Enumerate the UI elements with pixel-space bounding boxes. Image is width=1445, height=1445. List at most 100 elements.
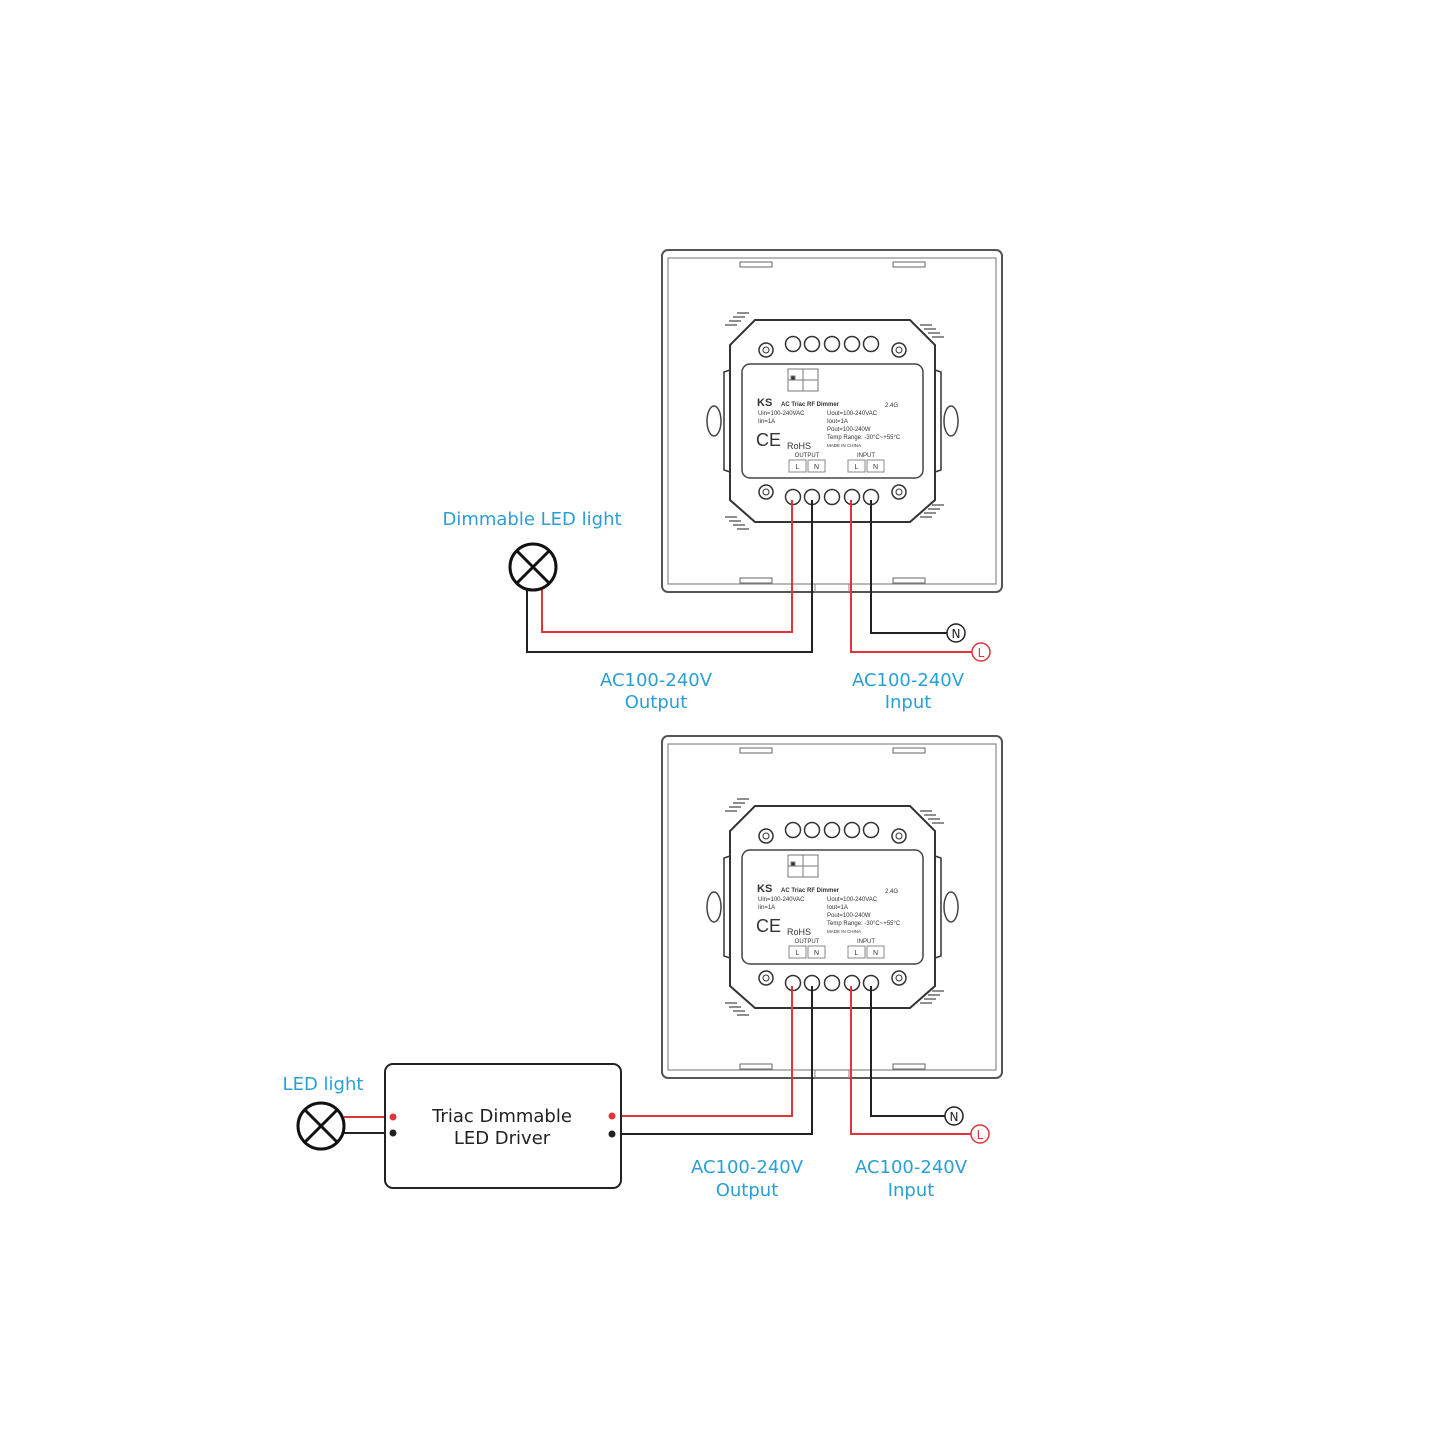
mount-slot xyxy=(943,405,959,437)
input-voltage-label: AC100-240V xyxy=(852,670,965,691)
dip-switch-icon xyxy=(787,854,819,878)
input-voltage-label: AC100-240V xyxy=(855,1157,968,1178)
terminal-hole-top xyxy=(843,335,861,353)
corner-bracket xyxy=(920,810,944,824)
terminal-l-box xyxy=(847,459,866,473)
led-lamp-icon xyxy=(296,1101,346,1151)
terminal-hole-bottom xyxy=(823,488,841,506)
terminal-hole-bottom xyxy=(823,974,841,992)
terminal-hole-top xyxy=(784,335,802,353)
terminal-n-text: N xyxy=(873,950,878,957)
terminal-hole-top xyxy=(803,335,821,353)
led-driver-box: Triac Dimmable LED Driver xyxy=(384,1063,622,1189)
input-label: Input xyxy=(888,1180,935,1201)
plate-clip xyxy=(739,747,773,754)
corner-bracket xyxy=(725,1002,749,1016)
screw-icon xyxy=(891,970,907,986)
terminal-n-box xyxy=(866,459,885,473)
terminal-hole-top xyxy=(784,821,802,839)
terminal-hole-top xyxy=(862,335,880,353)
neutral-terminal-marker: N xyxy=(944,1106,964,1126)
terminal-hole-top xyxy=(862,821,880,839)
output-voltage-label: AC100-240V xyxy=(600,670,713,691)
dip-switch-icon xyxy=(787,368,819,392)
live-terminal-marker: L xyxy=(971,642,991,662)
input-label: Input xyxy=(885,692,932,713)
terminal-l-text: L xyxy=(855,464,859,471)
screw-icon xyxy=(891,484,907,500)
corner-bracket xyxy=(725,312,749,326)
output-power-spec: Pout=100-240W xyxy=(827,913,871,919)
terminal-hole-top xyxy=(823,821,841,839)
input-terminal-label: INPUT xyxy=(857,453,875,459)
terminal-l-box xyxy=(788,459,807,473)
temp-range-spec: Temp Range: -30°C~+55°C xyxy=(827,921,901,927)
made-in-text: MADE IN CHINA xyxy=(827,929,861,934)
screw-icon xyxy=(758,970,774,986)
temp-range-spec: Temp Range: -30°C~+55°C xyxy=(827,435,901,441)
plate-clip xyxy=(892,577,926,584)
output-voltage-label: AC100-240V xyxy=(691,1157,804,1178)
plate-center-notch xyxy=(814,583,850,593)
output-neutral-wire xyxy=(526,500,813,653)
screw-icon xyxy=(891,828,907,844)
plate-clip xyxy=(739,261,773,268)
module-side-left xyxy=(723,369,731,473)
input-current-spec: Iin=1A xyxy=(758,419,775,425)
module-side-right xyxy=(934,369,942,473)
corner-bracket xyxy=(725,798,749,812)
output-terminal-label: OUTPUT xyxy=(795,939,820,945)
plate-clip xyxy=(892,1063,926,1070)
driver-label-line1: Triac Dimmable xyxy=(431,1106,572,1127)
dimmer-panel-1: KS AC Triac RF Dimmer 2.4G Uin=100-240VAC Ii… xyxy=(661,249,1003,593)
rohs-mark: RoHS xyxy=(787,927,811,937)
model-text: AC Triac RF Dimmer xyxy=(781,402,840,408)
wiring-1 xyxy=(526,500,972,653)
frequency-text: 2.4G xyxy=(885,889,898,895)
terminal-n-box xyxy=(807,459,826,473)
module-label-plate xyxy=(741,849,924,965)
terminal-n-box xyxy=(866,945,885,959)
made-in-text: MADE IN CHINA xyxy=(827,443,861,448)
ce-mark: CE xyxy=(756,430,781,450)
brand-text: KS xyxy=(757,397,772,409)
output-voltage-spec: Uout=100-240VAC xyxy=(827,897,878,903)
output-current-spec: Iout=1A xyxy=(827,905,848,911)
output-label: Output xyxy=(625,692,688,713)
plate-clip xyxy=(739,1063,773,1070)
l-marker-text: L xyxy=(978,646,985,660)
terminal-n-text: N xyxy=(873,464,878,471)
terminal-hole-top xyxy=(823,335,841,353)
screw-icon xyxy=(758,828,774,844)
model-text: AC Triac RF Dimmer xyxy=(781,888,840,894)
output-live-wire xyxy=(541,500,793,633)
terminal-n-text: N xyxy=(814,950,819,957)
mount-slot xyxy=(706,891,722,923)
input-neutral-wire xyxy=(870,986,945,1117)
screw-icon xyxy=(891,342,907,358)
mount-slot xyxy=(943,891,959,923)
input-terminal-label: INPUT xyxy=(857,939,875,945)
output-neutral-wire xyxy=(612,986,813,1135)
output-terminal-label: OUTPUT xyxy=(795,453,820,459)
input-neutral-wire xyxy=(870,500,947,634)
plate-clip xyxy=(892,261,926,268)
input-voltage-spec: Uin=100-240VAC xyxy=(758,897,805,903)
input-voltage-spec: Uin=100-240VAC xyxy=(758,411,805,417)
terminal-hole-top xyxy=(843,821,861,839)
terminal-hole-top xyxy=(803,821,821,839)
brand-text: KS xyxy=(757,883,772,895)
input-live-wire xyxy=(850,986,971,1135)
plate-clip xyxy=(892,747,926,754)
load-label: LED light xyxy=(283,1074,364,1095)
corner-bracket xyxy=(920,324,944,338)
module-side-right xyxy=(934,855,942,959)
led-lamp-icon xyxy=(508,542,558,592)
neutral-terminal-marker: N xyxy=(946,623,966,643)
corner-bracket xyxy=(920,504,944,518)
frequency-text: 2.4G xyxy=(885,403,898,409)
output-voltage-spec: Uout=100-240VAC xyxy=(827,411,878,417)
module-side-left xyxy=(723,855,731,959)
plate-center-notch xyxy=(814,1069,850,1079)
